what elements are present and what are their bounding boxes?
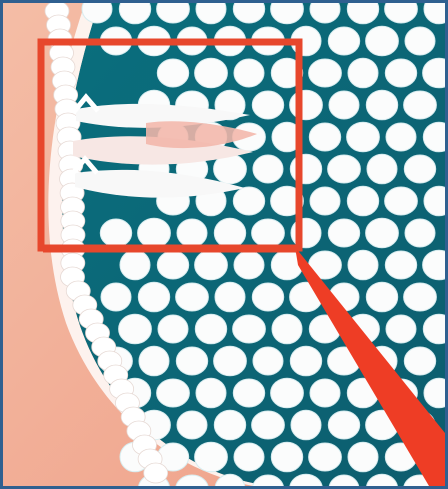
white-cell (271, 378, 304, 408)
white-cell (252, 219, 285, 247)
white-cell (366, 282, 397, 312)
white-cell (310, 187, 340, 215)
white-cell (233, 315, 266, 343)
micrograph-scene (3, 3, 445, 486)
white-cell (120, 250, 150, 280)
white-cell (385, 187, 418, 215)
white-cell (252, 411, 285, 439)
white-cell (195, 58, 228, 88)
white-cell (234, 251, 264, 279)
white-cell (366, 218, 399, 248)
white-cell (196, 378, 226, 408)
white-cell (139, 346, 169, 376)
white-cell (214, 346, 247, 376)
white-cell (157, 251, 188, 279)
white-cell (157, 59, 188, 87)
white-cell (233, 379, 264, 407)
white-cell (177, 411, 207, 439)
white-cell (101, 283, 131, 311)
white-cell (310, 379, 340, 407)
white-cell (348, 442, 378, 472)
white-cell (271, 442, 302, 472)
white-cell (177, 219, 207, 247)
white-cell (328, 219, 359, 247)
white-cell (138, 282, 169, 312)
white-cell (385, 251, 416, 279)
white-cell (309, 443, 342, 471)
white-cell (100, 219, 131, 247)
white-cell (366, 26, 399, 56)
white-cell (348, 250, 378, 280)
white-cell (234, 59, 264, 87)
white-cell (253, 155, 283, 183)
white-cell (367, 154, 397, 184)
white-cell (253, 347, 283, 375)
white-cell (176, 283, 209, 311)
white-cell (404, 283, 437, 311)
rim-cell (144, 463, 168, 483)
white-cell (328, 27, 359, 55)
white-cell (366, 90, 397, 120)
white-cell (290, 90, 323, 120)
white-cell (405, 219, 435, 247)
white-cell (348, 58, 378, 88)
white-cell (157, 379, 190, 407)
white-cell (347, 186, 378, 216)
white-cell (385, 59, 416, 87)
white-cell (291, 410, 321, 440)
white-cell (195, 250, 228, 280)
white-cell (405, 27, 435, 55)
white-cell (386, 315, 416, 343)
white-cell (214, 410, 245, 440)
white-cell (195, 314, 226, 344)
white-cell (290, 346, 321, 376)
white-cell (347, 122, 380, 152)
white-cell (234, 443, 264, 471)
micrograph-svg (3, 3, 445, 486)
white-cell (176, 347, 207, 375)
white-cell (233, 187, 264, 215)
white-cell (290, 154, 321, 184)
white-cell (252, 283, 283, 311)
white-cell (214, 218, 245, 248)
white-cell (158, 315, 188, 343)
white-cell (309, 123, 340, 151)
white-cell (404, 91, 437, 119)
white-cell (138, 218, 171, 248)
white-cell (119, 314, 152, 344)
white-cell (404, 155, 435, 183)
white-cell (329, 91, 359, 119)
white-cell (215, 282, 245, 312)
white-cell (328, 411, 359, 439)
white-cell (195, 442, 228, 472)
white-cell (309, 59, 342, 87)
white-cell (252, 91, 283, 119)
white-cell (404, 347, 435, 375)
white-cell (272, 314, 302, 344)
white-cell (386, 123, 416, 151)
white-cell (328, 155, 361, 183)
